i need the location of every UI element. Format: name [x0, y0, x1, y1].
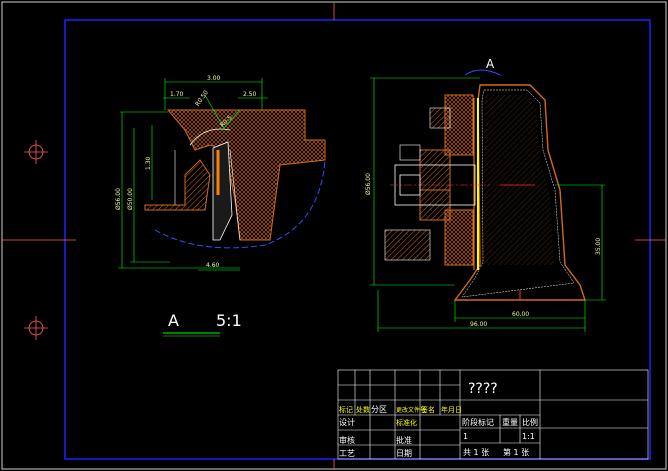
detail-scale: 5:1 — [216, 311, 242, 330]
tb-approve: 批准 — [396, 435, 412, 445]
tb-review: 审核 — [339, 435, 355, 445]
dim-dia-inner: Ø50.00 — [127, 188, 134, 210]
tb-zone: 分区 — [371, 405, 387, 414]
dim-left-small: 1.70 — [170, 91, 184, 98]
tb-sign: 签名 — [421, 405, 435, 414]
tb-date: 年月日 — [441, 405, 462, 414]
tb-qty: 1 — [463, 432, 468, 441]
detail-view-a: 3.00 1.70 R0.50 2.50 R0.5 1.30 Ø56.00 Ø5… — [115, 75, 326, 271]
dim-bottom-width: 4.60 — [206, 262, 220, 269]
tb-total-sheets: 共 1 张 — [463, 448, 489, 457]
main-section-view: A Ø56.00 35.00 60.00 96.00 — [365, 57, 606, 332]
dim-top-width: 3.00 — [207, 75, 221, 82]
dim-vert-small: 1.30 — [145, 156, 152, 170]
tb-sheet-no: 第 1 张 — [503, 447, 529, 457]
tb-design: 设计 — [339, 417, 355, 427]
tb-weight: 重量 — [502, 417, 518, 427]
tb-count: 处数 — [356, 405, 370, 414]
dim-height: 35.00 — [595, 238, 602, 255]
inner-border — [64, 19, 651, 460]
tb-date-label: 日期 — [396, 449, 412, 458]
tb-scale-label: 比例 — [522, 417, 538, 427]
dim-overall-width: 96.00 — [470, 321, 487, 328]
tb-standardize: 标准化 — [396, 418, 417, 427]
tb-scale: 1:1 — [522, 432, 535, 441]
title-block — [337, 369, 649, 460]
centering-marks — [2, 3, 666, 470]
dim-dia-outer: Ø56.00 — [115, 188, 122, 210]
tb-process: 工艺 — [339, 449, 355, 458]
view-marker: A — [486, 57, 495, 71]
detail-label: A — [168, 311, 179, 330]
dim-inner-width: 60.00 — [512, 311, 529, 318]
dim-overall-dia: Ø56.00 — [365, 173, 372, 195]
tb-mark: 标记 — [339, 405, 353, 414]
dim-right-small: 2.50 — [243, 91, 257, 98]
dim-slant: R0.50 — [194, 89, 210, 108]
tb-stage: 阶段标记 — [462, 417, 494, 427]
tb-change: 更改文件号 — [396, 406, 426, 414]
title-text: ???? — [468, 381, 498, 397]
